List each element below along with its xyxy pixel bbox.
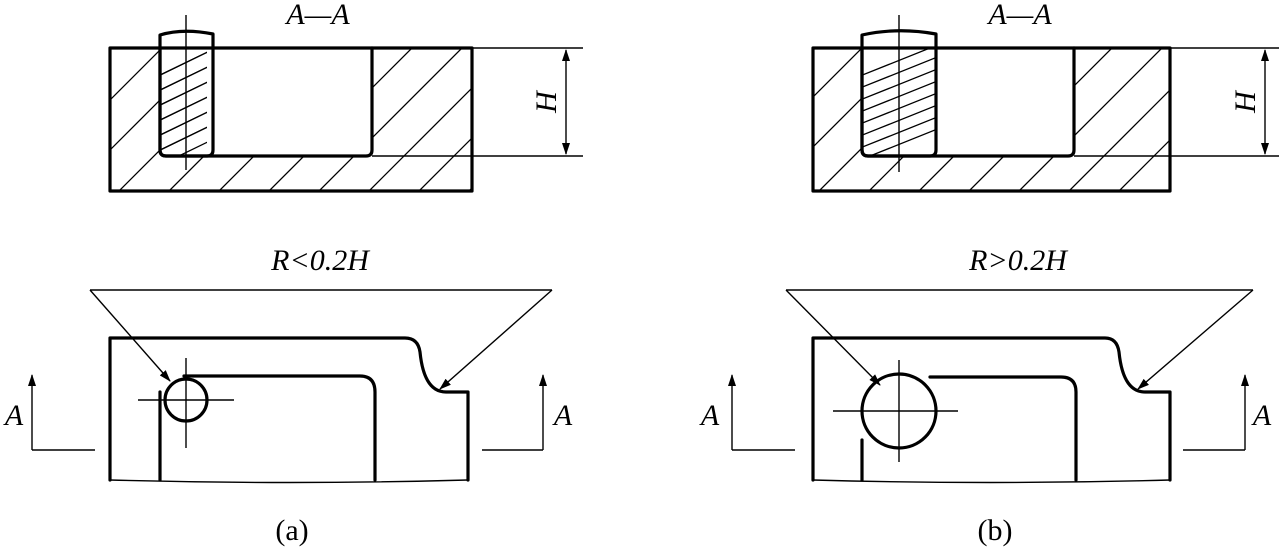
section-marker-right-b: A [1251, 399, 1272, 432]
section-marker-right-a: A [552, 399, 573, 432]
caption-b: (b) [978, 514, 1013, 547]
block-outline-b [811, 46, 1172, 193]
height-label-b: H [1229, 89, 1262, 114]
body-hatching-b [813, 48, 1170, 191]
cutter-outline-b [860, 29, 938, 158]
cutter-hatching-b [862, 48, 936, 155]
panel-a: A—A H R<0.2H [3, 0, 583, 547]
part-outline-b [811, 336, 1172, 482]
panel-b: A—A H R>0.2H [699, 0, 1279, 547]
part-outline-a [108, 336, 470, 482]
section-title-b: A—A [986, 0, 1052, 31]
body-hatching-a [110, 48, 472, 191]
plan-view-b: A A [699, 336, 1272, 484]
section-view-b: A—A H [811, 0, 1279, 193]
slot-outline-a [158, 374, 377, 482]
cutter-outline-a [158, 29, 215, 158]
section-view-a: A—A H [108, 0, 583, 193]
block-outline-a [108, 46, 474, 193]
slot-outline-b [860, 375, 1078, 482]
radius-condition-b: R>0.2H [968, 244, 1069, 277]
pocket-outline-b [860, 46, 1076, 158]
caption-a: (a) [275, 514, 308, 547]
part-bottom-edge-a [109, 479, 469, 484]
section-title-a: A—A [284, 0, 350, 31]
part-bottom-edge-b [812, 479, 1171, 484]
plan-view-a: A A [3, 336, 573, 484]
section-marker-left-a: A [3, 399, 24, 432]
height-label-a: H [530, 89, 563, 114]
radius-condition-a: R<0.2H [270, 244, 371, 277]
pocket-outline-a [158, 46, 374, 158]
section-marker-left-b: A [699, 399, 720, 432]
